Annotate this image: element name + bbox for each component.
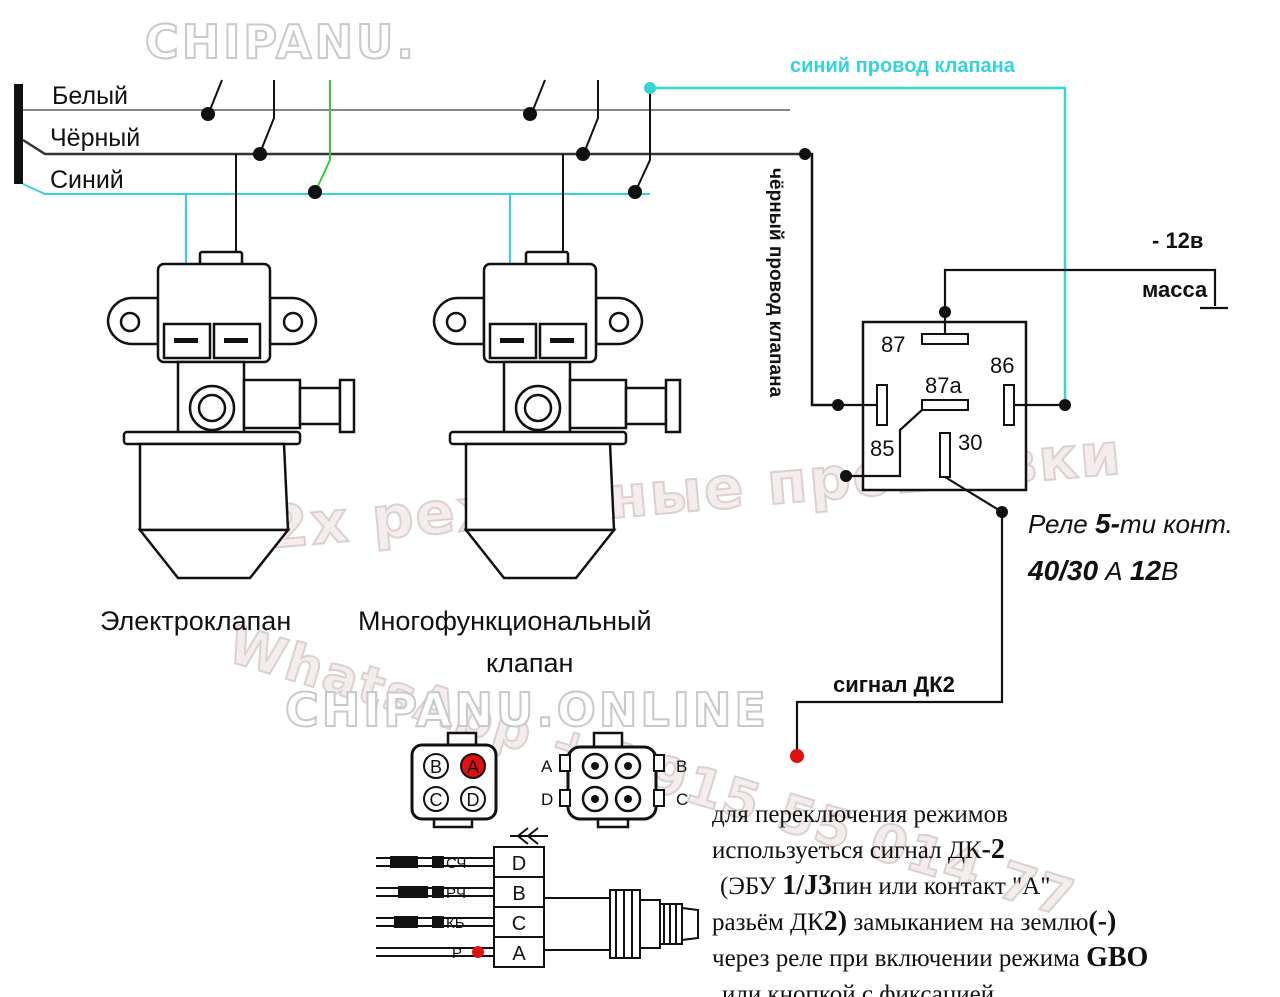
sensor-wire-2: РЧ — [446, 885, 466, 902]
white-wire-label: Белый — [52, 82, 128, 110]
relay-spec: 40/30 А 12В — [1027, 555, 1178, 586]
chevron-left-icon — [510, 827, 548, 845]
sensor-pin-2: B — [512, 883, 525, 905]
relay-pin-86-label: 86 — [990, 353, 1014, 378]
watermark-bottom: CHIPANU.ONLINE — [285, 683, 769, 737]
instructions-note: для переключения режимов используеться с… — [712, 801, 1148, 997]
blue-wire-label: Синий — [50, 166, 124, 194]
bus-bar — [14, 84, 23, 184]
relay-pin-87 — [921, 333, 969, 345]
connector2-pin-c: C — [676, 790, 688, 809]
blue-wire — [22, 183, 650, 195]
black-valve-wire-label: чёрный провод клапана — [765, 168, 786, 398]
relay-title: Реле 5-ти конт. — [1028, 508, 1233, 539]
sensor-leads — [376, 857, 494, 957]
connector2-pin-a: A — [541, 757, 553, 776]
connector1-pin-d: D — [467, 790, 480, 810]
minus-12v-label: - 12в — [1152, 228, 1203, 253]
connector2-pin-d: D — [541, 790, 553, 809]
relay-junction-dots — [832, 306, 1071, 518]
valve-2-label-line2: клапан — [486, 648, 573, 678]
sensor-wire-3: КБ — [446, 915, 465, 932]
relay-pin-87-label: 87 — [881, 332, 905, 357]
ground-label: масса — [1142, 277, 1208, 302]
blue-valve-wire — [650, 86, 1067, 405]
switch-dots-1 — [201, 107, 322, 199]
sensor-signal-dot — [472, 946, 484, 958]
connector1-pin-c: C — [430, 790, 443, 810]
connector1-pin-a: A — [467, 757, 479, 777]
sensor-wire-1: СЧ — [446, 855, 466, 872]
sensor-pin-1: D — [512, 853, 526, 875]
solenoid-valve-1 — [106, 250, 356, 580]
switch-contacts-1 — [209, 79, 331, 187]
signal-dk2-dot — [790, 749, 804, 763]
switch-contacts-2 — [532, 79, 651, 187]
relay-pin-30 — [939, 432, 951, 478]
note-line-1: для переключения режимов — [712, 801, 1008, 828]
sensor-pin-block — [493, 846, 545, 968]
connector2-pin-b: B — [676, 757, 687, 776]
blue-valve-wire-label: синий провод клапана — [790, 55, 1016, 77]
signal-dk2-label: сигнал ДК2 — [833, 672, 955, 697]
note-line-3: (ЭБУ 1/J3пин или контакт "А" — [720, 870, 1050, 901]
relay-pin-86 — [1003, 384, 1015, 426]
black-valve-junction — [799, 148, 811, 160]
black-wire-label: Чёрный — [50, 124, 140, 152]
black-wire — [22, 138, 805, 156]
sensor-pin-4: A — [512, 943, 526, 965]
valve-2-label-line1: Многофункциональный — [358, 606, 652, 636]
relay-pin-87a — [921, 399, 969, 411]
sensor-wire-4: Р — [452, 945, 462, 962]
connector-sensor-side — [410, 731, 498, 829]
relay-pin-85-label: 85 — [870, 436, 894, 461]
note-line-4: разьём ДК2) замыканием на землю(-) — [712, 906, 1116, 937]
relay-wiring — [795, 268, 1228, 756]
multifunction-valve-2 — [432, 250, 682, 580]
black-valve-wire — [805, 152, 838, 407]
connector1-pin-b: B — [430, 757, 442, 777]
relay-pin-30-label: 30 — [958, 430, 982, 455]
watermark-top: CHIPANU. — [145, 15, 417, 69]
note-line-2: используеться сигнал ДК-2 — [712, 834, 1005, 865]
switch-dots-2 — [523, 107, 642, 199]
note-line-6: или кнопкой с фиксацией. — [722, 981, 1000, 997]
oxygen-sensor — [543, 889, 699, 959]
connector-harness-side — [559, 731, 665, 829]
sensor-pin-3: C — [512, 913, 526, 935]
relay-pin-87a-label: 87a — [925, 373, 962, 398]
relay-pin-85 — [876, 384, 888, 426]
blue-valve-junction — [644, 82, 656, 94]
note-line-5: через реле при включении режима GBO — [712, 942, 1148, 973]
sensor-lead-stripes — [390, 856, 444, 928]
valve-1-label: Электроклапан — [100, 606, 291, 636]
